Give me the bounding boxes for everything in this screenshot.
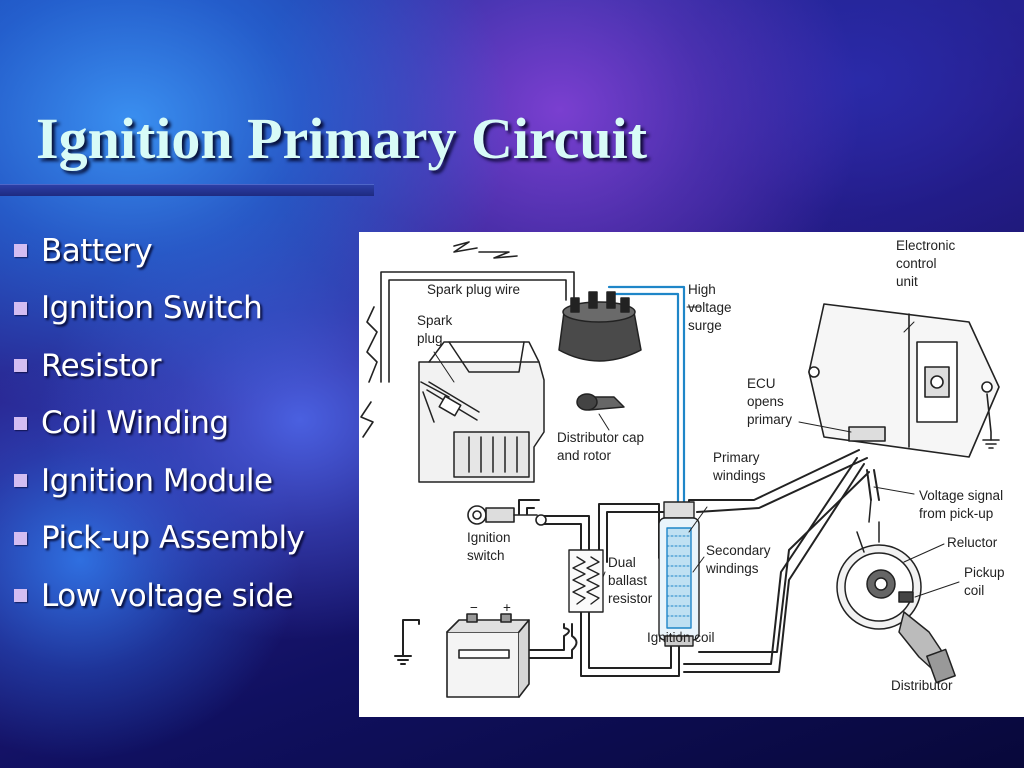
label-voltage-signal-line1: Voltage signal [919,488,1003,503]
square-bullet-icon [14,531,27,545]
label-secondary-windings-line1: Secondary [706,543,771,558]
battery-illustration [446,613,530,698]
square-bullet-icon [14,416,27,430]
square-bullet-icon [14,301,27,315]
bullet-text: Ignition Module [41,462,273,499]
bullet-item: Coil Winding [14,395,304,453]
label-dual-ballast-line3: resistor [608,591,653,606]
bullet-text: Pick-up Assembly [41,520,305,557]
label-pickup-coil-line2: coil [964,583,984,598]
square-bullet-icon [14,589,27,603]
label-primary-windings-line1: Primary [713,450,760,465]
label-secondary-windings-line2: windings [705,561,759,576]
engine-block-illustration [418,341,545,483]
bullet-text: Battery [41,232,153,269]
label-voltage-signal-line2: from pick-up [919,506,993,521]
square-bullet-icon [14,474,27,488]
bullet-list: Battery Ignition Switch Resistor Coil Wi… [14,222,305,625]
label-spark-plug-line2: plug [417,331,443,346]
label-battery-minus: − [470,600,478,615]
square-bullet-icon [14,359,27,373]
ignition-circuit-diagram: Spark plug wire Spark plug High voltage … [359,232,1024,717]
ballast-resistor-illustration [568,549,604,613]
bullet-item: Ignition Module [14,452,304,510]
label-ecu-opens-line3: primary [747,412,792,427]
primary-wiring [394,449,880,677]
square-bullet-icon [14,244,27,258]
label-reluctor: Reluctor [947,535,998,550]
label-electronic-control-line2: control [896,256,937,271]
label-distributor-cap-line1: Distributor cap [557,430,644,445]
ignition-coil-illustration [658,501,700,647]
label-spark-plug-line1: Spark [417,313,453,328]
high-voltage-wire [607,285,686,506]
slide-title: Ignition Primary Circuit [36,106,648,171]
distributor-illustration [836,499,956,684]
ecu-illustration [808,303,1000,458]
bullet-item: Resistor [14,337,304,395]
bullet-item: Ignition Switch [14,280,304,338]
diagram-labels: Spark plug wire Spark plug High voltage … [417,238,1005,693]
label-dual-ballast-line2: ballast [608,573,647,588]
bullet-text: Coil Winding [41,405,229,442]
bullet-item: Pick-up Assembly [14,510,305,568]
ignition-switch-illustration [467,505,547,526]
bullet-item: Low voltage side [14,567,304,625]
label-battery-plus: + [503,600,511,615]
leader-lines [433,306,960,641]
label-high-voltage-line2: voltage [688,300,732,315]
label-ignition-switch-line1: Ignition [467,530,511,545]
label-dual-ballast-line1: Dual [608,555,636,570]
label-distributor-cap-line2: and rotor [557,448,612,463]
title-underline-bar [0,184,374,196]
label-ecu-opens-line1: ECU [747,376,776,391]
label-ignition-switch-line2: switch [467,548,505,563]
label-high-voltage-line1: High [688,282,716,297]
bullet-text: Ignition Switch [41,290,263,327]
label-electronic-control-line1: Electronic [896,238,956,253]
distributor-cap-illustration [558,291,642,411]
label-electronic-control-line3: unit [896,274,918,289]
label-spark-plug-wire: Spark plug wire [427,282,520,297]
bullet-item: Battery [14,222,304,280]
label-distributor: Distributor [891,678,953,693]
bullet-text: Low voltage side [41,577,294,614]
label-high-voltage-line3: surge [688,318,722,333]
bullet-text: Resistor [41,347,162,384]
label-pickup-coil-line1: Pickup [964,565,1005,580]
label-ignition-coil: Ignition coil [647,630,715,645]
spark-plug-wire [360,241,575,438]
label-primary-windings-line2: windings [712,468,766,483]
label-ecu-opens-line2: opens [747,394,784,409]
